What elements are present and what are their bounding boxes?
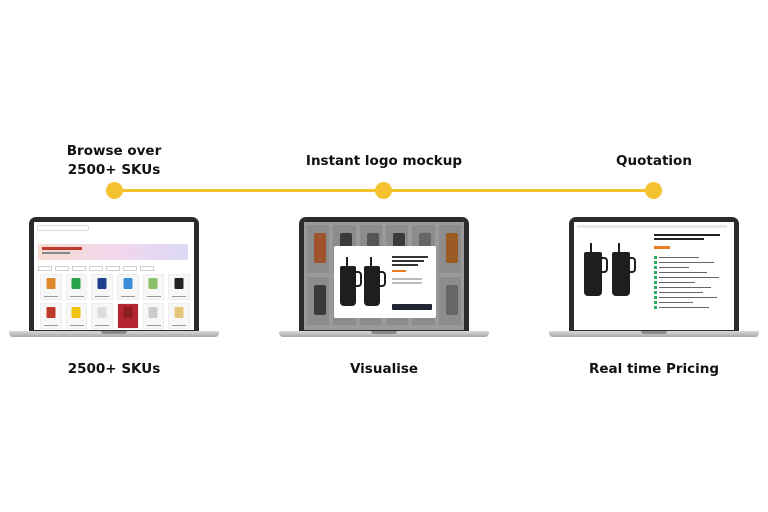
catalog-banner bbox=[38, 244, 188, 260]
step-1-title-line1: Browse over bbox=[66, 143, 162, 159]
product-tile bbox=[40, 274, 62, 300]
quotation-header bbox=[577, 225, 727, 228]
step-1-title-line2: 2500+ SKUs bbox=[67, 162, 161, 178]
step-2-title: Instant logo mockup bbox=[305, 153, 463, 169]
product-grid bbox=[40, 274, 190, 329]
tumbler-product-image bbox=[582, 242, 642, 302]
product-price bbox=[654, 246, 670, 249]
laptop-notch bbox=[641, 331, 667, 334]
catalog-toolbar bbox=[37, 225, 191, 231]
laptop-lid bbox=[569, 217, 739, 333]
laptop-lid bbox=[299, 217, 469, 333]
add-to-quote-button[interactable] bbox=[392, 304, 432, 310]
product-tile bbox=[168, 303, 190, 329]
search-icon bbox=[37, 225, 89, 231]
product-tile bbox=[168, 274, 190, 300]
product-tile bbox=[91, 274, 113, 300]
step-1-title: Browse over 2500+ SKUs bbox=[54, 142, 174, 180]
logo-mockup-modal bbox=[334, 246, 436, 318]
tumbler-mockup-image bbox=[340, 256, 386, 312]
laptop-screen-catalog bbox=[34, 222, 194, 330]
laptop-base bbox=[279, 331, 489, 337]
laptop-notch bbox=[101, 331, 127, 334]
timeline-dot-1 bbox=[106, 182, 123, 199]
laptop-notch bbox=[371, 331, 397, 334]
laptop-screen-quotation bbox=[574, 222, 734, 330]
step-2-caption: Visualise bbox=[349, 361, 419, 377]
pricing-list bbox=[654, 256, 728, 311]
product-tile bbox=[65, 303, 88, 329]
laptop-mockup bbox=[279, 217, 489, 339]
laptop-base bbox=[549, 331, 759, 337]
catalog-filters bbox=[38, 266, 154, 271]
product-tile bbox=[116, 274, 139, 300]
modal-details bbox=[392, 256, 432, 286]
laptop-screen-mockup bbox=[304, 222, 464, 330]
step-1-caption: 2500+ SKUs bbox=[67, 361, 161, 377]
product-tile bbox=[116, 303, 139, 329]
laptop-browse bbox=[9, 217, 219, 339]
timeline-dot-2 bbox=[375, 182, 392, 199]
product-tile bbox=[91, 303, 113, 329]
product-tile bbox=[142, 303, 165, 329]
laptop-base bbox=[9, 331, 219, 337]
step-3-caption: Real time Pricing bbox=[588, 361, 720, 377]
laptop-quotation bbox=[549, 217, 759, 339]
product-tile bbox=[142, 274, 165, 300]
product-title bbox=[654, 234, 724, 242]
product-tile bbox=[40, 303, 62, 329]
product-tile bbox=[65, 274, 88, 300]
laptop-lid bbox=[29, 217, 199, 333]
timeline-dot-3 bbox=[645, 182, 662, 199]
step-3-title: Quotation bbox=[616, 153, 692, 169]
